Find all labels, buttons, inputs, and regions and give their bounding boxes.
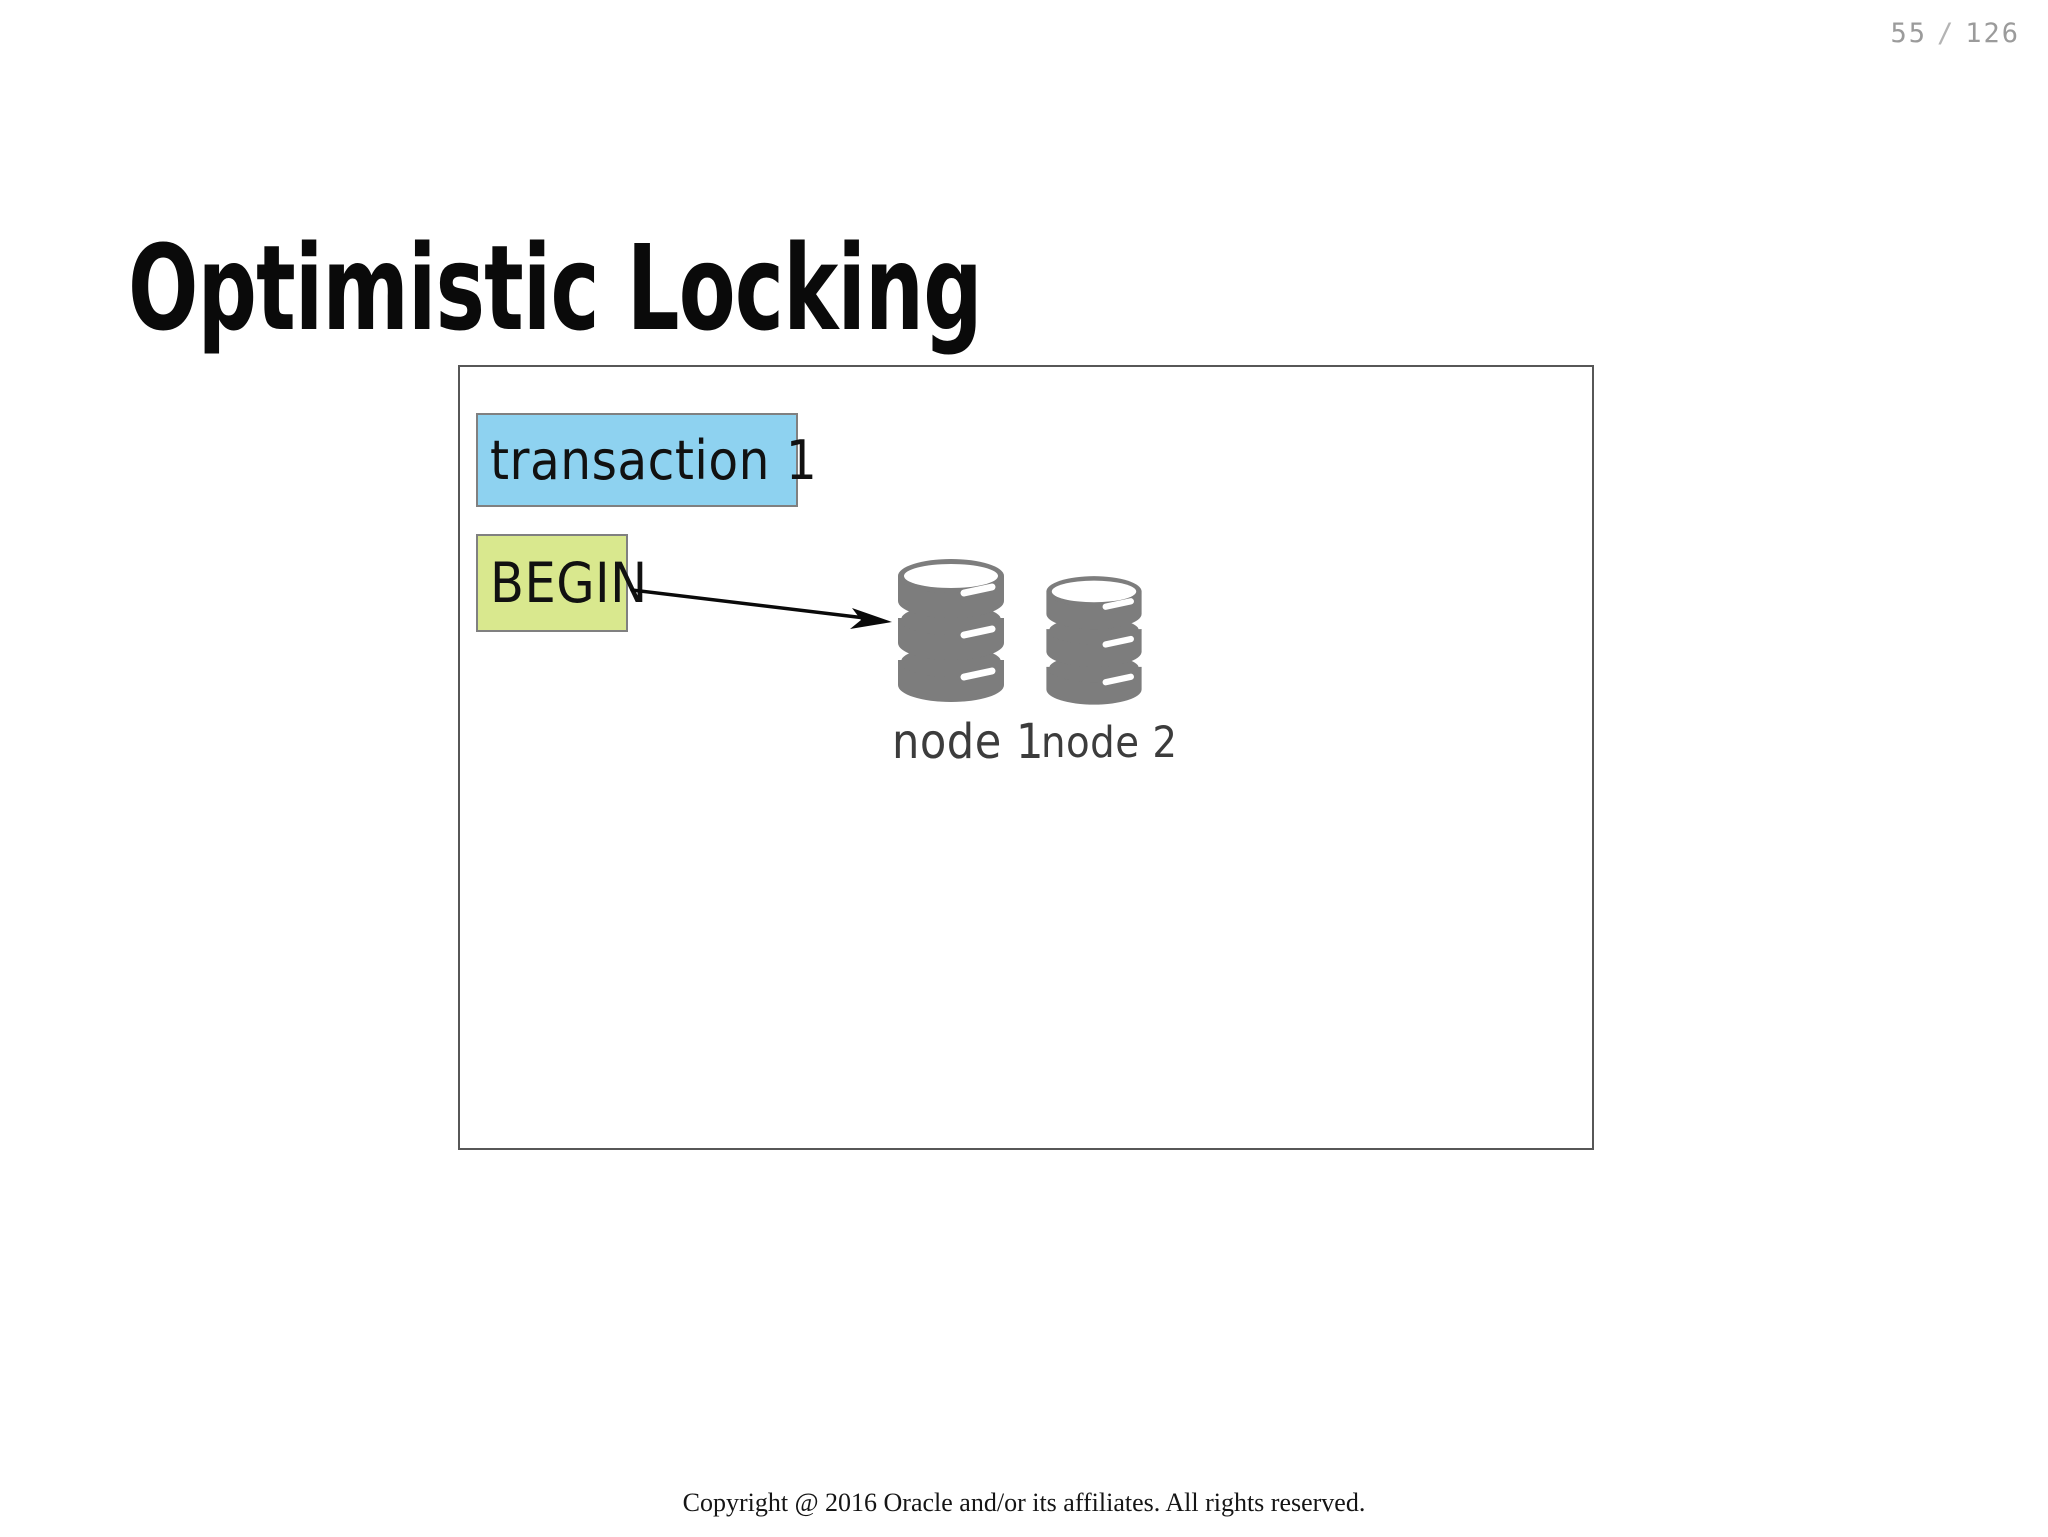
diagram-frame: transaction 1 BEGIN [458,365,1594,1150]
node-2-label: node 2 [1041,718,1178,768]
page-title: Optimistic Locking [128,219,983,358]
transaction-1-box: transaction 1 [476,413,817,507]
begin-statement-label: BEGIN [490,551,648,615]
node-2: node 2 [1041,574,1177,768]
node-1: node 1 [892,557,1044,770]
database-cylinder-icon [894,559,1008,702]
transaction-1-label: transaction 1 [490,428,818,492]
database-cylinder-icon [1043,576,1145,705]
page-current: 55 [1890,18,1927,49]
page-total: 126 [1965,18,2020,49]
page-indicator: 55 / 126 [1890,18,2020,49]
begin-statement-box: BEGIN [476,534,647,632]
node-1-label: node 1 [892,714,1044,770]
footer-copyright: Copyright @ 2016 Oracle and/or its affil… [682,1488,1366,1517]
page-separator: / [1936,18,1956,49]
arrow-begin-to-node-1-icon [630,588,892,629]
